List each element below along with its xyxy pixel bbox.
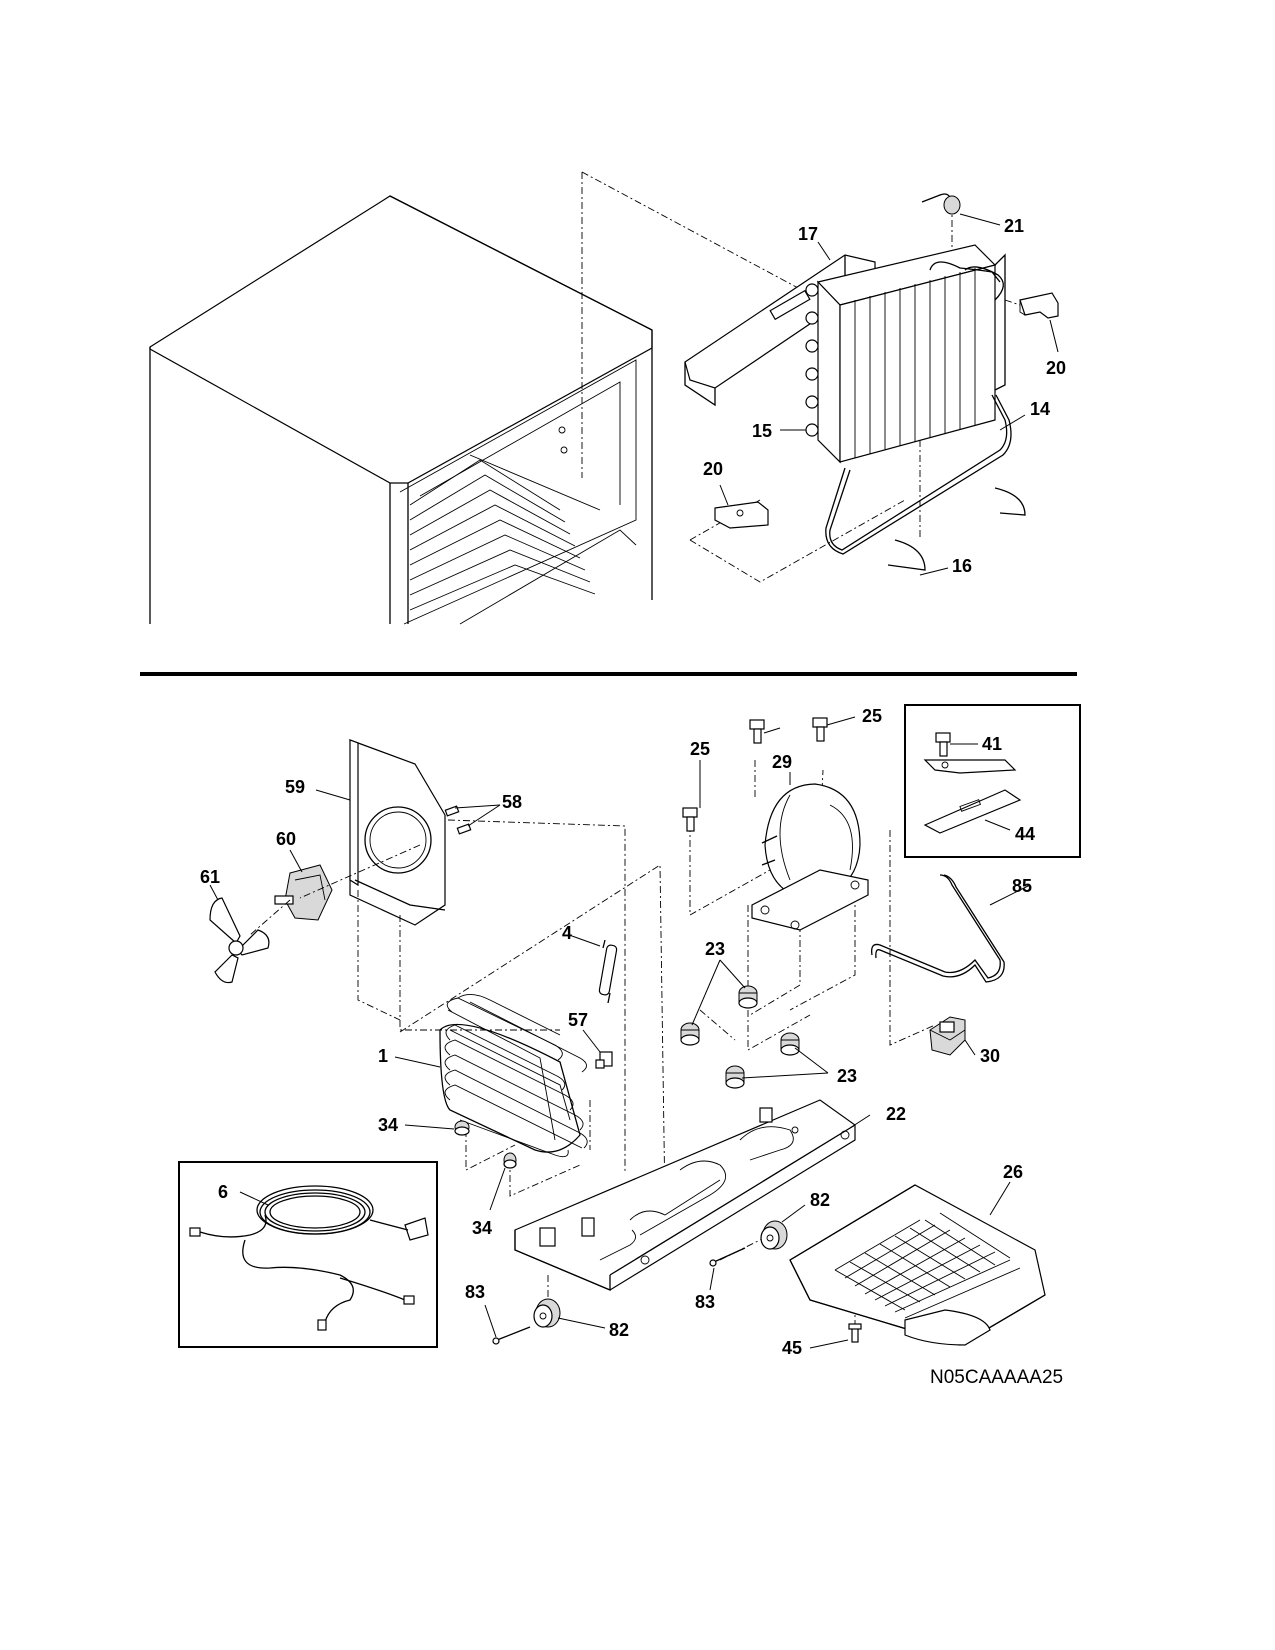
part-59-fan-shroud: [349, 739, 446, 926]
callout-6: 6: [218, 1182, 228, 1202]
callout-83: 83: [465, 1282, 485, 1302]
callout-34: 34: [378, 1115, 398, 1135]
part-25-screws: [682, 717, 828, 832]
part-85-tube: [871, 874, 1005, 983]
cabinet-outline: [149, 195, 653, 625]
callout-34: 34: [472, 1218, 492, 1238]
part-4-filter-drier: [598, 939, 618, 1004]
callout-14: 14: [1030, 399, 1050, 419]
callout-23: 23: [705, 939, 725, 959]
part-1-condenser: [439, 994, 588, 1158]
part-60-fan-motor: [274, 864, 333, 921]
inset-box-41-44: [904, 704, 1081, 858]
part-61-fan-blade: [209, 897, 270, 984]
callout-82: 82: [609, 1320, 629, 1340]
callout-82: 82: [810, 1190, 830, 1210]
part-82-rollers: [533, 1220, 788, 1328]
callout-22: 22: [886, 1104, 906, 1124]
callout-41: 41: [982, 734, 1002, 754]
part-15-evaporator: [805, 244, 1006, 464]
callout-23: 23: [837, 1066, 857, 1086]
callout-60: 60: [276, 829, 296, 849]
part-22-base-plate: [514, 1099, 856, 1291]
callout-30: 30: [980, 1046, 1000, 1066]
part-34-grommets: [454, 1120, 517, 1169]
callout-17: 17: [798, 224, 818, 244]
callout-45: 45: [782, 1338, 802, 1358]
part-57-clip: [595, 1051, 613, 1069]
section-divider: [140, 672, 1077, 676]
cabinet-back-fins: [409, 454, 601, 611]
callout-15: 15: [752, 421, 772, 441]
inset-box-power-cord: [178, 1161, 438, 1348]
part-21-sensor: [921, 193, 961, 215]
callout-85: 85: [1012, 876, 1032, 896]
callout-26: 26: [1003, 1162, 1023, 1182]
part-26-drain-pan: [789, 1184, 1046, 1346]
callout-4: 4: [562, 923, 572, 943]
part-45-screw: [848, 1323, 862, 1343]
callout-leader-lines: [209, 213, 1059, 1349]
part-30-relay: [929, 1016, 966, 1056]
callout-44: 44: [1015, 824, 1035, 844]
callout-25: 25: [690, 739, 710, 759]
part-29-compressor: [751, 783, 869, 931]
callout-labels: 21 17 20 14 15 20 16 25 25 29 41 44 59 5…: [200, 216, 1066, 1358]
part-83-pins: [492, 1247, 746, 1345]
callout-58: 58: [502, 792, 522, 812]
part-58-screws: [444, 805, 472, 835]
callout-61: 61: [200, 867, 220, 887]
callout-59: 59: [285, 777, 305, 797]
callout-1: 1: [378, 1046, 388, 1066]
part-16-clips: [887, 487, 1026, 571]
callout-57: 57: [568, 1010, 588, 1030]
diagram-code: N05CAAAAA25: [930, 1367, 1063, 1388]
callout-16: 16: [952, 556, 972, 576]
callout-25: 25: [862, 706, 882, 726]
callout-21: 21: [1004, 216, 1024, 236]
drain-pan-ribs: [834, 1212, 1021, 1319]
callout-20: 20: [1046, 358, 1066, 378]
part-23-grommets: [680, 985, 800, 1089]
callout-20: 20: [703, 459, 723, 479]
part-20-bracket-lower: [714, 501, 769, 529]
callout-83: 83: [695, 1292, 715, 1312]
callout-29: 29: [772, 752, 792, 772]
part-14-defrost-tube: [825, 394, 1012, 555]
part-20-bracket-upper: [1019, 292, 1059, 319]
